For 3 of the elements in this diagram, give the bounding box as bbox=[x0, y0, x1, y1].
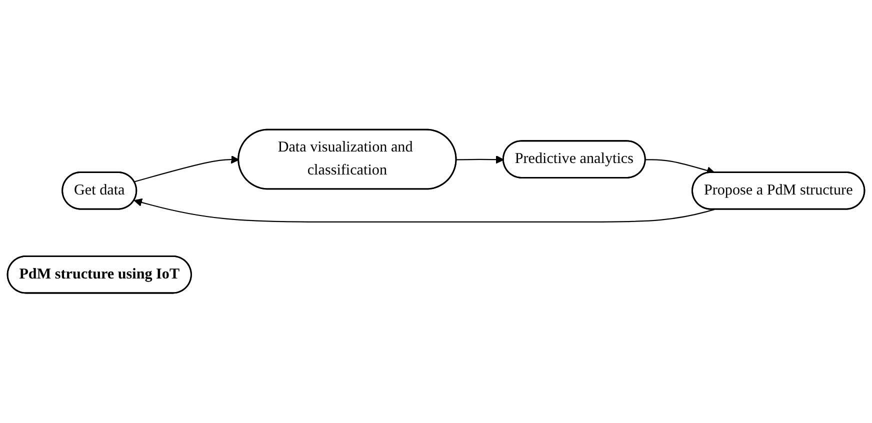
arrow bbox=[134, 198, 715, 223]
arrow bbox=[456, 156, 504, 164]
arrow bbox=[134, 156, 240, 183]
